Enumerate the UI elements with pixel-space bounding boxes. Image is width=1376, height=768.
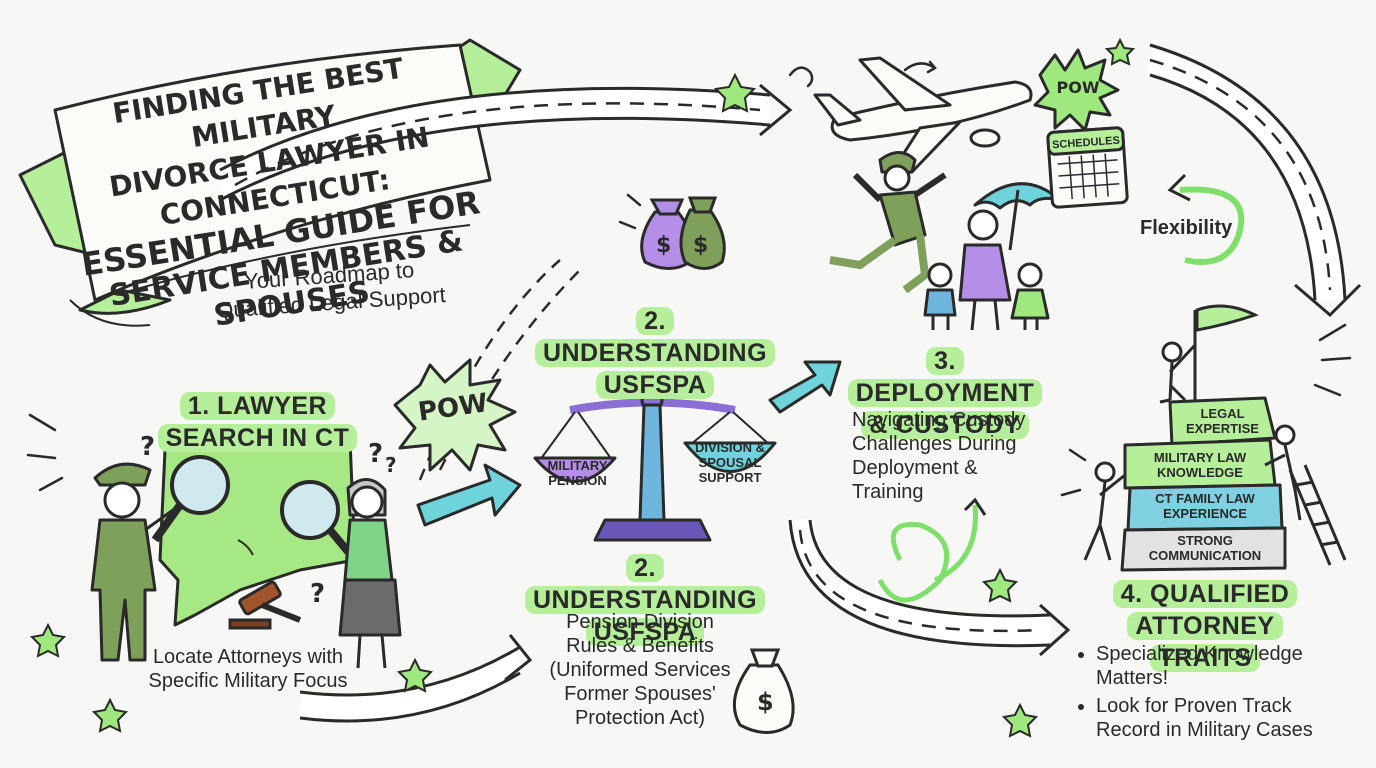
- woman-figure-icon: [338, 478, 402, 669]
- money-bag-icon: [640, 196, 795, 734]
- block-military-law-knowledge: MILITARY LAW KNOWLEDGE: [1153, 450, 1247, 480]
- section-4-list: Specialized Knowledge Matters! Look for …: [1078, 642, 1353, 746]
- section-3-heading: 3. DEPLOYMENT & CUSTODY: [840, 345, 1050, 441]
- star-icons: [29, 37, 1136, 738]
- block-legal-expertise: LEGAL EXPERTISE: [1186, 406, 1259, 436]
- section-4-heading: 4. QUALIFIED ATTORNEY TRAITS: [1080, 578, 1330, 674]
- traits-list: Specialized Knowledge Matters! Look for …: [1078, 642, 1353, 742]
- flow-arrows: [213, 43, 1362, 723]
- section-2-bottom-body: Pension Division Rules & Benefits (Unifo…: [549, 611, 731, 729]
- svg-text:?: ?: [385, 453, 397, 477]
- flag-climber-icon: [1083, 304, 1347, 566]
- balance-scale-icon: [533, 388, 777, 542]
- list-item: Specialized Knowledge Matters!: [1096, 642, 1353, 690]
- family-umbrella-icon: [923, 182, 1062, 331]
- svg-text:?: ?: [140, 432, 155, 462]
- section-1-heading: 1. LAWYER SEARCH IN CT: [135, 390, 380, 454]
- question-marks: ? ? ? ?: [140, 432, 397, 609]
- pow-burst-icon: [393, 48, 1120, 472]
- soldier-figure-icon: [90, 462, 181, 662]
- teal-arrows: [416, 360, 842, 527]
- pow-label-top-right: POW: [1056, 78, 1100, 97]
- flexibility-label: Flexibility: [1140, 217, 1233, 239]
- block-strong-communication: STRONG COMMUNICATION: [1148, 533, 1262, 563]
- block-pyramid-icon: [1120, 396, 1287, 572]
- list-item: Look for Proven Track Record in Military…: [1096, 694, 1353, 742]
- section-3-body: Navigating Custody Challenges During Dep…: [852, 409, 1026, 503]
- calendar-icon: [1046, 126, 1129, 209]
- dollar-signs: $ $ $: [656, 233, 774, 716]
- jumping-soldier-icon: [829, 151, 947, 294]
- green-arrows: [877, 173, 1245, 603]
- scale-right-label: DIVISION & SPOUSAL SUPPORT: [694, 440, 766, 485]
- block-ct-family-law: CT FAMILY LAW EXPERIENCE: [1155, 491, 1255, 521]
- svg-text:?: ?: [368, 439, 383, 469]
- svg-text:$: $: [693, 233, 708, 258]
- section-2-bottom-heading: 2. UNDERSTANDING USFSPA: [520, 552, 770, 648]
- scale-left-label: MILITARY PENSION: [547, 458, 608, 488]
- svg-text:$: $: [656, 233, 671, 258]
- section-1-body: Locate Attorneys with Specific Military …: [148, 646, 348, 692]
- emphasis-lines: [26, 60, 1352, 497]
- gavel-icon: [228, 580, 302, 630]
- section-2-top-heading: 2. UNDERSTANDING USFSPA: [530, 305, 780, 401]
- airplane-icon: [813, 56, 1033, 177]
- svg-text:?: ?: [310, 579, 325, 609]
- svg-text:$: $: [757, 688, 774, 716]
